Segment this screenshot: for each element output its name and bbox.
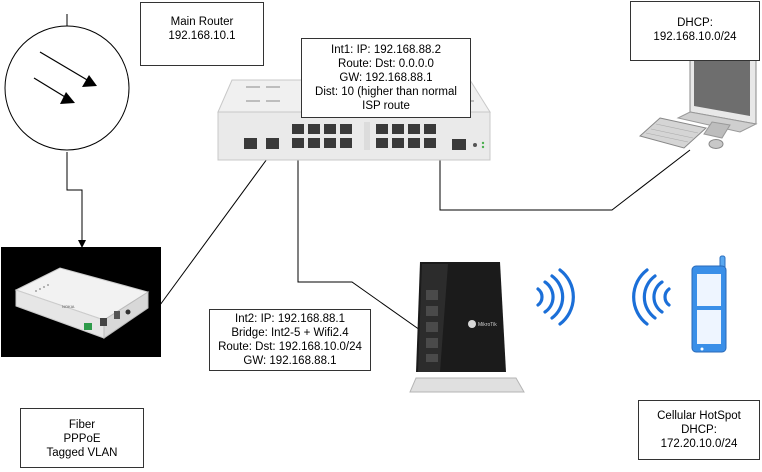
router-to-pc-line <box>439 149 691 211</box>
fiber-vlan: Tagged VLAN <box>46 447 118 459</box>
int1-ip: Int1: IP: 192.168.88.2 <box>331 44 441 56</box>
int2-route: Route: Dst: 192.168.10.0/24 <box>218 341 362 353</box>
router-to-ap-line <box>297 148 421 331</box>
ont-to-router-line <box>159 143 279 306</box>
fiber-protocol: PPPoE <box>63 433 101 445</box>
dhcp-pc-range: 192.168.10.0/24 <box>653 31 737 43</box>
fiber-to-ont-line <box>66 152 83 246</box>
svg-text:MikroTik: MikroTik <box>478 322 497 328</box>
int1-dist: Dist: 10 (higher than normal <box>315 86 457 98</box>
int2-ip: Int2: IP: 192.168.88.1 <box>235 313 345 325</box>
int2-config-label: Int2: IP: 192.168.88.1 Bridge: Int2-5 + … <box>209 309 371 371</box>
fiber-title: Fiber <box>68 419 96 431</box>
main-router-ip: 192.168.10.1 <box>168 30 236 42</box>
fiber-label: Fiber PPPoE Tagged VLAN <box>20 408 144 468</box>
cellular-range: 172.20.10.0/24 <box>660 438 738 450</box>
dhcp-pc-title: DHCP: <box>677 17 713 29</box>
int1-isp-route: ISP route <box>362 100 410 112</box>
cellular-title: Cellular HotSpot <box>657 410 741 422</box>
cellular-hotspot-label: Cellular HotSpot DHCP: 172.20.10.0/24 <box>638 400 760 460</box>
svg-text:NOKIA: NOKIA <box>62 304 75 309</box>
main-router-label: Main Router 192.168.10.1 <box>140 2 264 66</box>
int1-route: Route: Dst: 0.0.0.0 <box>338 58 434 70</box>
main-router-title: Main Router <box>170 16 234 28</box>
int2-gw: GW: 192.168.88.1 <box>243 355 337 367</box>
arrow-head <box>78 240 86 248</box>
dhcp-pc-label: DHCP: 192.168.10.0/24 <box>630 1 760 61</box>
int2-bridge: Bridge: Int2-5 + Wifi2.4 <box>231 327 349 339</box>
int1-config-label: Int1: IP: 192.168.88.2 Route: Dst: 0.0.0… <box>301 38 471 118</box>
int1-gw: GW: 192.168.88.1 <box>339 72 433 84</box>
cellular-dhcp: DHCP: <box>681 424 717 436</box>
